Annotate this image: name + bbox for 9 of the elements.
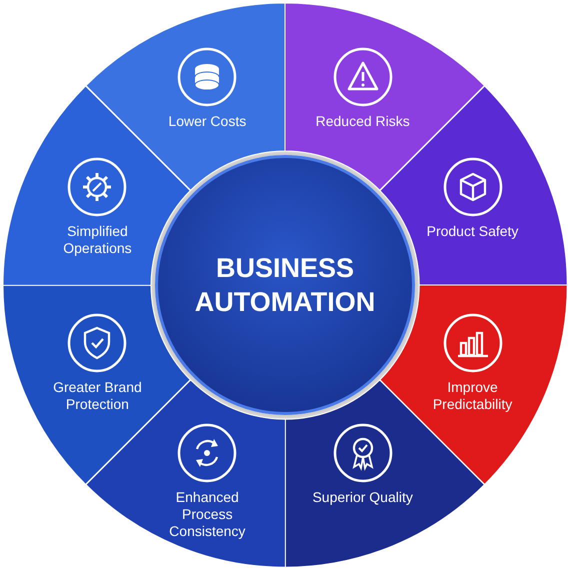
segment-label: Greater Brand Protection [52,378,143,413]
segment-label: Product Safety [426,223,518,240]
segment-label: Superior Quality [312,488,413,506]
center-title: BUSINESS AUTOMATION [194,252,376,319]
segment-label: Simplified Operations [62,223,133,258]
segment-label: Reduced Risks [316,113,410,130]
segment-label: Enhanced Process Consistency [168,488,246,540]
segment-label: Lower Costs [168,113,246,130]
segment-label: Improve Predictability [432,378,514,413]
